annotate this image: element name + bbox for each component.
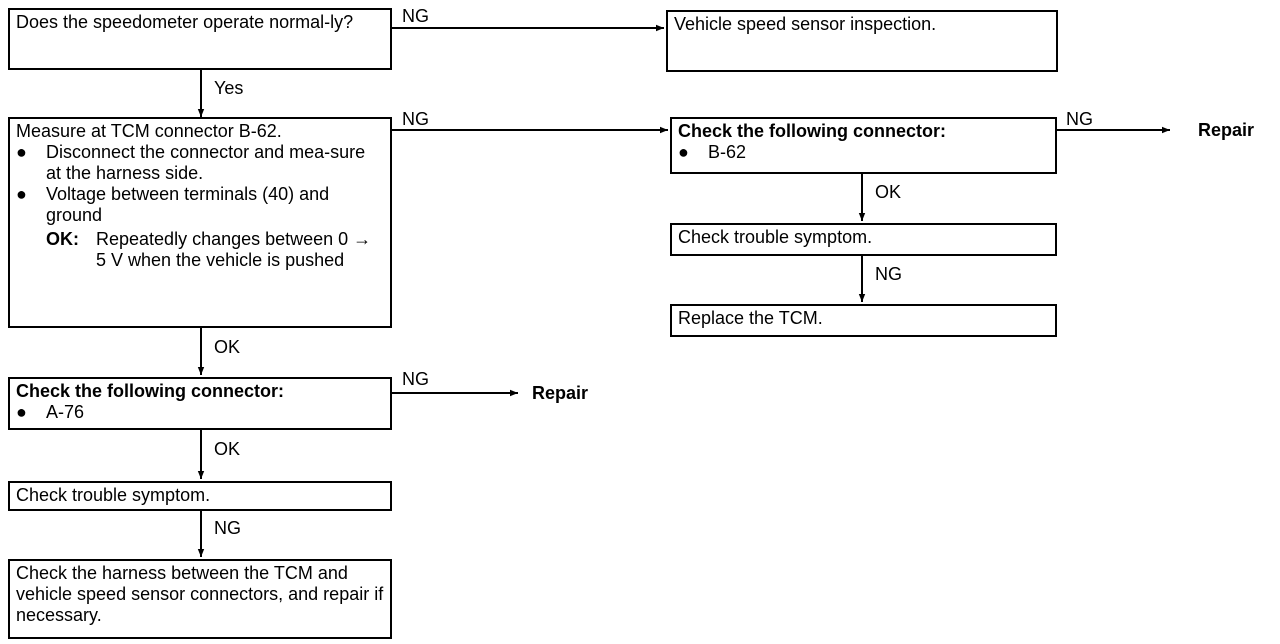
connector-b62-title: Check the following connector: [678,121,947,141]
label-ng-vss: NG [402,6,429,26]
bullet-icon: ● [16,142,27,162]
harness-check-box: Check the harness between the TCM and ve… [8,559,392,639]
trouble-symptom-left-text: Check trouble symptom. [16,485,211,505]
bullet-icon: ● [16,402,27,422]
replace-tcm-text: Replace the TCM. [678,308,823,328]
measure-bullet-2: ● Voltage between terminals (40) and gro… [16,184,384,226]
speedometer-question-box: Does the speedometer operate normal-ly? [8,8,392,70]
measure-bullet-1: ● Disconnect the connector and mea-sure … [16,142,384,184]
connector-b62-box: Check the following connector: ● B-62 [670,117,1057,174]
vss-inspection-text: Vehicle speed sensor inspection. [674,14,937,34]
bullet-icon: ● [16,184,27,204]
connector-b62-item-text: B-62 [708,142,747,162]
vss-inspection-box: Vehicle speed sensor inspection. [666,10,1058,72]
connector-b62-item: ● B-62 [678,142,1049,163]
measure-tcm-box: Measure at TCM connector B-62. ● Disconn… [8,117,392,328]
speedometer-question-text: Does the speedometer operate normal-ly? [16,12,354,32]
repair-left: Repair [532,383,589,403]
connector-a76-box: Check the following connector: ● A-76 [8,377,392,430]
label-ok-trouble-left: OK [214,439,241,459]
connector-a76-item-text: A-76 [46,402,85,422]
label-ng-repair-left: NG [402,369,429,389]
label-ng-repair-right: NG [1066,109,1093,129]
bullet-icon: ● [678,142,689,162]
label-ok-trouble-right: OK [875,182,902,202]
label-yes: Yes [214,78,244,98]
label-ng-b62: NG [402,109,429,129]
label-ng-harness: NG [214,518,241,538]
connector-a76-title: Check the following connector: [16,381,285,401]
trouble-symptom-right-box: Check trouble symptom. [670,223,1057,256]
replace-tcm-box: Replace the TCM. [670,304,1057,337]
harness-check-text: Check the harness between the TCM and ve… [16,563,384,625]
measure-ok-text: Repeatedly changes between 0 → 5 V when … [96,229,372,270]
measure-bullet-2-text: Voltage between terminals (40) and groun… [46,184,330,225]
connector-a76-item: ● A-76 [16,402,384,423]
trouble-symptom-right-text: Check trouble symptom. [678,227,873,247]
label-ng-replace-tcm: NG [875,264,902,284]
repair-right: Repair [1198,120,1255,140]
measure-ok-label: OK: [46,229,79,249]
label-ok-a76: OK [214,337,241,357]
measure-title: Measure at TCM connector B-62. [16,121,282,141]
measure-bullet-1-text: Disconnect the connector and mea-sure at… [46,142,366,183]
trouble-symptom-left-box: Check trouble symptom. [8,481,392,511]
measure-ok-row: OK: Repeatedly changes between 0 → 5 V w… [46,229,384,271]
